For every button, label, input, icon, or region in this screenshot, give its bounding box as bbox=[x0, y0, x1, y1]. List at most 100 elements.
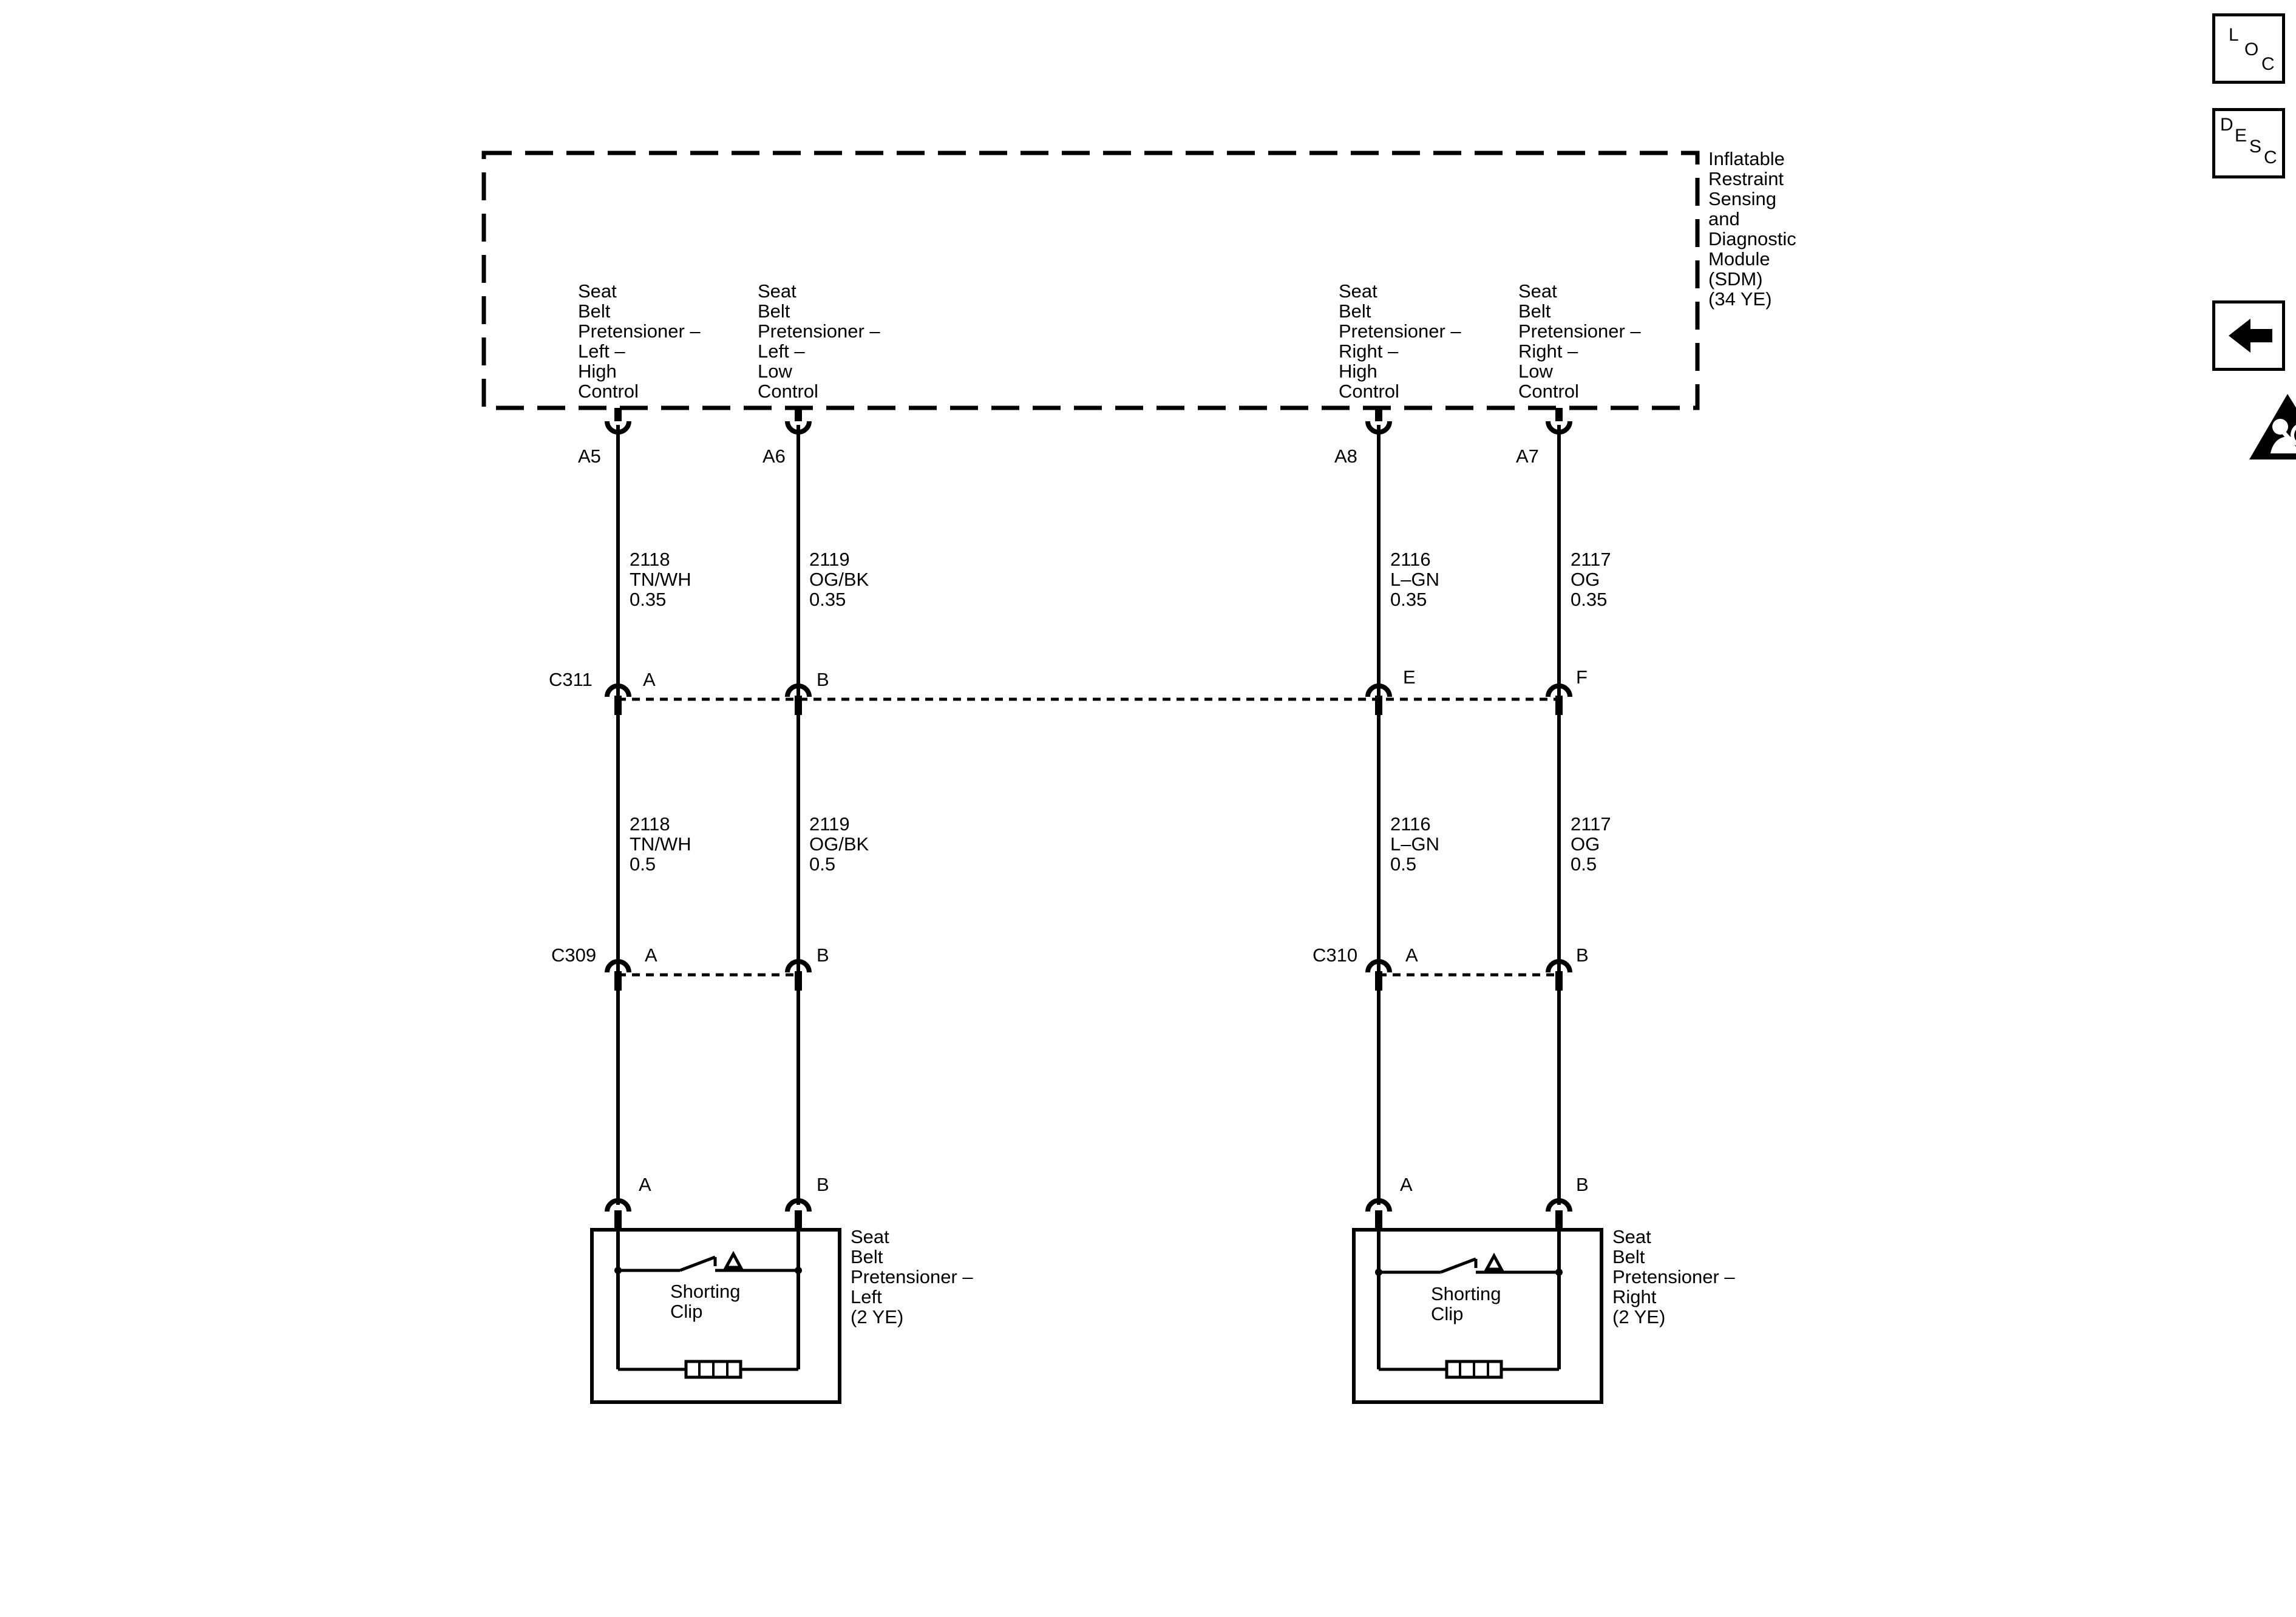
svg-text:Pretensioner –: Pretensioner – bbox=[1612, 1266, 1735, 1287]
wire-label-upper-2116: 2116 L–GN 0.35 bbox=[1390, 549, 1439, 610]
loc-glyph-c: C bbox=[2261, 54, 2275, 74]
svg-text:Belt: Belt bbox=[758, 300, 790, 322]
svg-text:Seat: Seat bbox=[851, 1226, 889, 1247]
svg-text:Control: Control bbox=[1339, 381, 1399, 402]
svg-text:Left –: Left – bbox=[578, 341, 625, 362]
svg-text:0.35: 0.35 bbox=[630, 589, 666, 610]
airbag-warning-icon bbox=[2249, 394, 2296, 459]
svg-text:Right: Right bbox=[1612, 1286, 1657, 1307]
right-device-pin-b: B bbox=[1576, 1174, 1589, 1195]
svg-text:0.35: 0.35 bbox=[809, 589, 846, 610]
svg-text:0.35: 0.35 bbox=[1571, 589, 1607, 610]
left-device-pin-a-connector bbox=[607, 1201, 629, 1230]
left-device-pin-b-connector bbox=[787, 1201, 809, 1230]
desc-glyph-s: S bbox=[2249, 137, 2262, 157]
left-arrow-icon bbox=[2229, 319, 2272, 353]
loc-button[interactable]: L O C bbox=[2212, 13, 2285, 84]
wire-label-lower-2117: 2117 OG 0.5 bbox=[1571, 813, 1611, 875]
svg-text:Control: Control bbox=[578, 381, 639, 402]
right-device-label: Seat Belt Pretensioner – Right (2 YE) bbox=[1612, 1226, 1735, 1327]
svg-text:0.5: 0.5 bbox=[809, 853, 835, 875]
svg-text:(2 YE): (2 YE) bbox=[1612, 1306, 1665, 1327]
c310-label: C310 bbox=[1313, 944, 1357, 966]
shorting-clip-switch-icon bbox=[614, 1250, 802, 1274]
svg-text:Seat: Seat bbox=[1518, 280, 1557, 302]
sdm-label-line-4: Diagnostic bbox=[1708, 228, 1796, 249]
svg-text:Seat: Seat bbox=[758, 280, 796, 302]
desc-button[interactable]: D E S C bbox=[2212, 108, 2285, 178]
sdm-label-line-3: and bbox=[1708, 208, 1740, 229]
svg-text:Pretensioner –: Pretensioner – bbox=[1339, 320, 1461, 342]
svg-text:0.5: 0.5 bbox=[1390, 853, 1416, 875]
svg-text:2116: 2116 bbox=[1390, 549, 1431, 570]
squib-element-icon bbox=[1445, 1360, 1503, 1379]
svg-text:TN/WH: TN/WH bbox=[630, 569, 691, 590]
right-pretensioner-device: Shorting Clip bbox=[1352, 1228, 1603, 1404]
svg-text:2119: 2119 bbox=[809, 549, 850, 570]
svg-text:2118: 2118 bbox=[630, 549, 670, 570]
c309-label: C309 bbox=[551, 944, 596, 966]
c311-pin-b: B bbox=[817, 669, 829, 690]
wire-label-upper-2117: 2117 OG 0.35 bbox=[1571, 549, 1611, 610]
left-device-label: Seat Belt Pretensioner – Left (2 YE) bbox=[851, 1226, 973, 1327]
right-shorting-clip-line-1: Clip bbox=[1431, 1303, 1463, 1324]
module-pin-a7: A7 bbox=[1516, 446, 1539, 467]
svg-text:Low: Low bbox=[758, 361, 792, 382]
svg-text:OG/BK: OG/BK bbox=[809, 569, 869, 590]
module-pin-a8: A8 bbox=[1334, 446, 1357, 467]
wire-label-upper-2119: 2119 OG/BK 0.35 bbox=[809, 549, 869, 610]
svg-text:Right –: Right – bbox=[1339, 341, 1399, 362]
c311-pin-a: A bbox=[643, 669, 656, 690]
airbag-warning-button[interactable] bbox=[2246, 390, 2296, 463]
svg-text:(2 YE): (2 YE) bbox=[851, 1306, 903, 1327]
right-device-pin-b-connector bbox=[1548, 1201, 1570, 1230]
sdm-label-line-7: (34 YE) bbox=[1708, 288, 1772, 310]
right-device-pin-a: A bbox=[1400, 1174, 1413, 1195]
svg-text:Belt: Belt bbox=[851, 1246, 883, 1267]
loc-glyph-l: L bbox=[2229, 25, 2239, 45]
desc-glyph-c: C bbox=[2264, 147, 2277, 168]
svg-text:Control: Control bbox=[1518, 381, 1579, 402]
svg-text:OG: OG bbox=[1571, 833, 1600, 855]
desc-glyph-d: D bbox=[2220, 115, 2233, 135]
pin-name-left-low: Seat Belt Pretensioner – Left – Low Cont… bbox=[758, 280, 880, 402]
svg-text:High: High bbox=[578, 361, 617, 382]
svg-text:OG/BK: OG/BK bbox=[809, 833, 869, 855]
svg-text:Left –: Left – bbox=[758, 341, 805, 362]
sdm-label-line-2: Sensing bbox=[1708, 188, 1776, 209]
pin-name-left-high: Seat Belt Pretensioner – Left – High Con… bbox=[578, 280, 701, 402]
svg-text:Seat: Seat bbox=[1339, 280, 1377, 302]
shorting-clip-switch-icon bbox=[1375, 1252, 1563, 1276]
svg-text:2117: 2117 bbox=[1571, 549, 1611, 570]
c309-pin-b: B bbox=[817, 944, 829, 966]
svg-text:Left: Left bbox=[851, 1286, 882, 1307]
wire-label-upper-2118: 2118 TN/WH 0.35 bbox=[630, 549, 691, 610]
svg-text:Belt: Belt bbox=[1518, 300, 1551, 322]
svg-text:Control: Control bbox=[758, 381, 818, 402]
pin-name-right-high: Seat Belt Pretensioner – Right – High Co… bbox=[1339, 280, 1461, 402]
svg-text:2116: 2116 bbox=[1390, 813, 1431, 835]
svg-text:Low: Low bbox=[1518, 361, 1553, 382]
svg-text:High: High bbox=[1339, 361, 1377, 382]
svg-text:L–GN: L–GN bbox=[1390, 833, 1439, 855]
svg-text:TN/WH: TN/WH bbox=[630, 833, 691, 855]
left-shorting-clip-line-1: Clip bbox=[670, 1301, 702, 1322]
squib-element-icon bbox=[684, 1360, 742, 1379]
right-device-pin-a-connector bbox=[1368, 1201, 1390, 1230]
left-shorting-clip-line-0: Shorting bbox=[670, 1281, 740, 1302]
svg-text:0.35: 0.35 bbox=[1390, 589, 1427, 610]
svg-text:Pretensioner –: Pretensioner – bbox=[851, 1266, 973, 1287]
pin-name-right-low: Seat Belt Pretensioner – Right – Low Con… bbox=[1518, 280, 1641, 402]
svg-text:Pretensioner –: Pretensioner – bbox=[1518, 320, 1641, 342]
svg-text:Seat: Seat bbox=[578, 280, 617, 302]
svg-text:2118: 2118 bbox=[630, 813, 670, 835]
sdm-label-line-6: (SDM) bbox=[1708, 268, 1763, 290]
c311-pin-e: E bbox=[1403, 666, 1416, 688]
back-button[interactable] bbox=[2212, 300, 2285, 371]
svg-text:L–GN: L–GN bbox=[1390, 569, 1439, 590]
sdm-label-line-0: Inflatable bbox=[1708, 148, 1785, 169]
c310-pin-a: A bbox=[1405, 944, 1418, 966]
wires bbox=[616, 425, 1561, 1205]
sdm-module-label: Inflatable Restraint Sensing and Diagnos… bbox=[1708, 148, 1796, 310]
